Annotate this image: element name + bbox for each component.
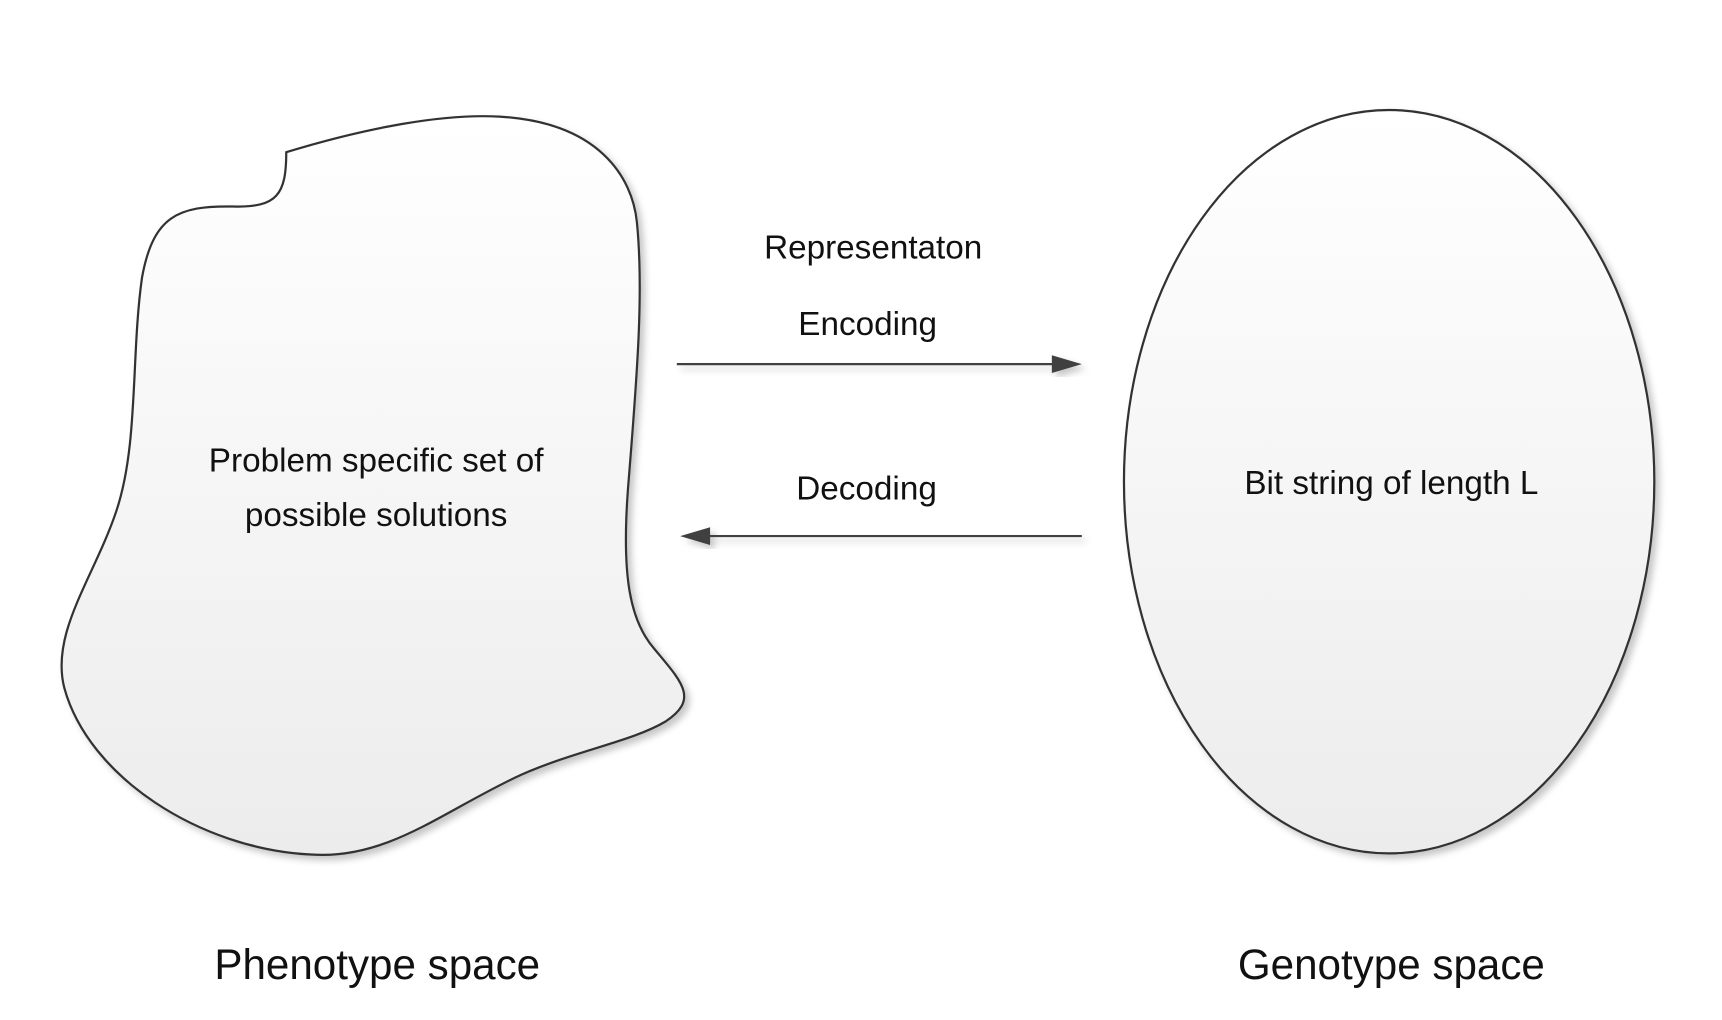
phenotype-blob <box>60 115 686 857</box>
phenotype-caption: Phenotype space <box>214 941 540 988</box>
genotype-text: Bit string of length L <box>1244 465 1538 502</box>
representation-label: Representaton <box>764 230 982 267</box>
encoding-arrow <box>676 355 1082 373</box>
phenotype-text-line1: Problem specific set of <box>209 443 544 480</box>
decoding-arrow <box>680 527 1082 545</box>
genotype-caption: Genotype space <box>1238 941 1545 988</box>
encoding-label: Encoding <box>798 306 937 343</box>
phenotype-text-line2: possible solutions <box>245 497 508 534</box>
decoding-label: Decoding <box>796 470 937 507</box>
genotype-ellipse <box>1122 108 1656 855</box>
